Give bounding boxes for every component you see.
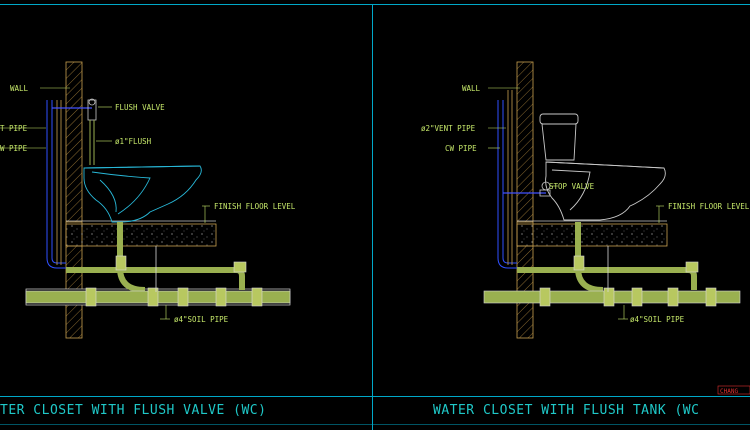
drawing-frame [0,4,750,430]
label-soil-pipe: ø4"SOIL PIPE [174,315,229,324]
label-cw-pipe: CW PIPE [445,144,477,153]
toilet-bowl [83,165,202,223]
label-soil-pipe: ø4"SOIL PIPE [630,315,685,324]
right-title: WATER CLOSET WITH FLUSH TANK (WC [433,403,699,418]
leader-lines [488,87,664,320]
label-wall: WALL [462,84,481,93]
flush-tank [539,113,579,161]
cw-pipe [46,100,66,269]
right-detail-flush-tank: WALL ø2"VENT PIPE CW PIPE STOP VALVE FIN… [421,61,750,418]
cw-pipe [497,100,517,269]
soil-pipe-main [483,246,741,307]
vent-pipe [507,90,513,265]
label-floor-level: FINISH FLOOR LEVEL [214,202,296,211]
label-vent-pipe: T PIPE [0,124,28,133]
label-flush: ø1"FLUSH [115,137,152,146]
left-detail-flush-valve: WALL T PIPE W PIPE FLUSH VALVE ø1"FLUSH … [0,61,296,418]
label-floor-level: FINISH FLOOR LEVEL [668,202,750,211]
label-wall: WALL [10,84,29,93]
label-cw-pipe: W PIPE [0,144,28,153]
flush-valve-assembly [52,98,97,165]
label-flush-valve: FLUSH VALVE [115,103,165,112]
vent-pipe [56,100,62,265]
soil-pipe-main [25,246,291,307]
stamp-text: CHANG [720,388,738,395]
floor-slab [65,220,217,247]
leader-lines [0,87,210,320]
left-title: TER CLOSET WITH FLUSH VALVE (WC) [0,403,266,418]
label-vent-pipe: ø2"VENT PIPE [421,124,476,133]
label-stop-valve: STOP VALVE [549,182,595,191]
floor-slab [516,220,668,247]
stamp-box: CHANG [717,385,750,395]
toilet-bowl [545,161,666,221]
